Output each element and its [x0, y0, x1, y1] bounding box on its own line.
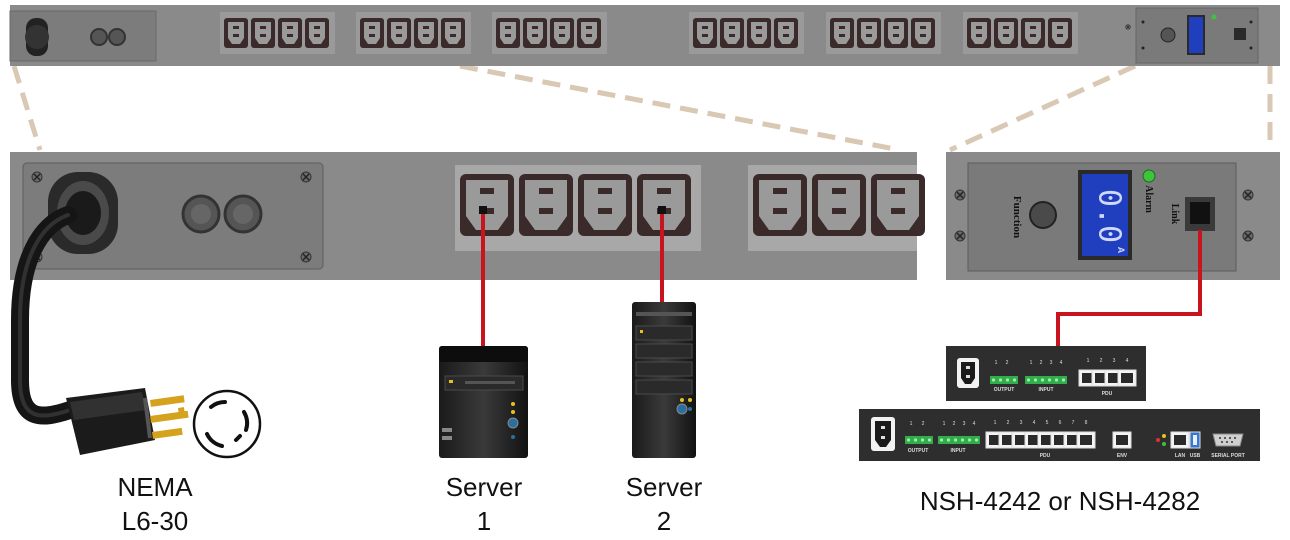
server-1-caption-line-1: Server	[445, 472, 523, 502]
large-output-num-2: 2	[922, 421, 925, 427]
large-output-num-1: 1	[910, 421, 913, 427]
large-pdu-num-2: 2	[1007, 420, 1010, 426]
outlet-bank-1	[220, 12, 335, 54]
server-2-caption: Server 2	[604, 470, 724, 538]
server-2-caption-line-2: 2	[656, 506, 672, 536]
small-pdu-num-1: 1	[1087, 358, 1090, 364]
serial-port[interactable]	[1212, 433, 1244, 447]
controller-large-unit: 1 2 OUTPUT 1 2 3 4 INPUT 1 2 3 4 5 6 7 8…	[859, 409, 1260, 461]
serial-port-label: SERIAL PORT	[1211, 453, 1245, 459]
mini-control-panel	[1125, 7, 1259, 64]
nema-receptacle-icon	[192, 389, 262, 459]
controller-small-unit: 1 2 OUTPUT 1 2 3 4 INPUT 1 2 3 4 PDU	[946, 346, 1146, 401]
large-input-num-2: 2	[953, 421, 956, 427]
server-2-caption-line-1: Server	[625, 472, 703, 502]
large-pdu-num-1: 1	[994, 420, 997, 426]
nema-plug-icon	[66, 388, 189, 455]
lan-port[interactable]	[1170, 431, 1190, 449]
zoom-guide-lines	[11, 63, 1273, 153]
pdu-enlarged-left	[10, 152, 925, 280]
small-input-num-4: 4	[1060, 360, 1063, 366]
outlet-bank-4	[689, 12, 804, 54]
large-pdu-num-3: 3	[1020, 420, 1023, 426]
outlet-bank-3	[492, 12, 607, 54]
status-led-red-icon	[1156, 438, 1160, 442]
power-inlet-large-icon	[871, 417, 895, 451]
function-label: Function	[1011, 196, 1023, 238]
large-pdu-num-8: 8	[1085, 420, 1088, 426]
power-inlet-icon	[48, 172, 118, 254]
function-button[interactable]	[1029, 201, 1057, 229]
current-reading: 0.0	[1092, 189, 1127, 243]
lan-label: LAN	[1175, 453, 1186, 459]
usb-port[interactable]	[1189, 431, 1201, 449]
pdu-strip-overview	[9, 5, 1280, 66]
env-label: ENV	[1117, 453, 1128, 459]
outlet-group-enlarged-2	[748, 165, 925, 251]
breaker-buttons-icon	[181, 194, 263, 234]
small-output-label: OUTPUT	[994, 387, 1015, 393]
small-pdu-num-2: 2	[1100, 358, 1103, 364]
outlet-bank-2	[356, 12, 471, 54]
large-pdu-num-6: 6	[1059, 420, 1062, 426]
large-pdu-num-5: 5	[1046, 420, 1049, 426]
large-pdu-num-7: 7	[1072, 420, 1075, 426]
plug-caption-line-1: NEMA	[117, 472, 193, 502]
outlet-bank-5	[826, 12, 941, 54]
small-pdu-label: PDU	[1102, 391, 1113, 397]
status-led-yellow-icon	[1162, 434, 1166, 438]
large-input-label: INPUT	[951, 448, 966, 454]
large-input-num-3: 3	[963, 421, 966, 427]
small-output-num-2: 2	[1006, 360, 1009, 366]
power-cord	[11, 206, 79, 425]
link-port[interactable]	[1185, 197, 1215, 231]
controller-caption: NSH-4242 or NSH-4282	[919, 486, 1201, 516]
small-input-label: INPUT	[1039, 387, 1054, 393]
env-port[interactable]	[1112, 431, 1132, 449]
small-input-num-2: 2	[1040, 360, 1043, 366]
outlet-bank-6	[963, 12, 1078, 54]
current-unit: A	[1116, 247, 1126, 254]
power-inlet-small-icon	[957, 358, 979, 388]
large-input-num-4: 4	[973, 421, 976, 427]
server-1-icon	[439, 346, 528, 458]
current-display: 0.0 A	[1078, 170, 1132, 260]
large-pdu-label: PDU	[1040, 453, 1051, 459]
server-1-caption-line-2: 1	[476, 506, 492, 536]
large-pdu-num-4: 4	[1033, 420, 1036, 426]
small-pdu-num-4: 4	[1126, 358, 1129, 364]
small-pdu-num-3: 3	[1113, 358, 1116, 364]
small-pdu-ports[interactable]	[1078, 369, 1137, 387]
small-output-num-1: 1	[995, 360, 998, 366]
alarm-label: Alarm	[1143, 185, 1154, 213]
server-1-caption: Server 1	[424, 470, 544, 538]
small-input-num-3: 3	[1050, 360, 1053, 366]
large-output-label: OUTPUT	[908, 448, 929, 454]
pdu-control-panel: Function 0.0 A Alarm Link	[946, 152, 1280, 280]
large-pdu-ports[interactable]	[985, 431, 1096, 449]
small-input-num-1: 1	[1030, 360, 1033, 366]
alarm-led-icon	[1142, 169, 1156, 183]
link-label: Link	[1169, 204, 1180, 225]
plug-caption-line-2: L6-30	[121, 506, 189, 536]
usb-label: USB	[1190, 453, 1201, 459]
server-2-icon	[632, 302, 696, 458]
red-cables	[481, 208, 1202, 346]
status-led-green-icon	[1162, 442, 1166, 446]
large-input-num-1: 1	[943, 421, 946, 427]
plug-caption: NEMA L6-30	[95, 470, 215, 538]
